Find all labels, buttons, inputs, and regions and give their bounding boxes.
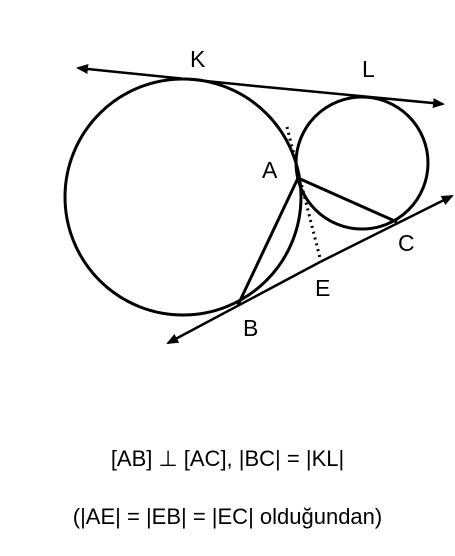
tangent-line-bc-right xyxy=(319,194,454,264)
segment-ab xyxy=(236,177,300,306)
label-l: L xyxy=(362,56,375,82)
label-a: A xyxy=(262,157,278,183)
tangent-line-kl-right xyxy=(254,84,445,109)
label-c: C xyxy=(398,230,415,256)
caption-given-condition: [AB] ⊥ [AC], |BC| = |KL| xyxy=(110,446,345,471)
segment-ac xyxy=(297,176,398,224)
label-e: E xyxy=(315,275,330,301)
large-circle xyxy=(63,77,303,317)
tangent-line-kl xyxy=(76,64,256,88)
geometry-figure: K L A C E B xyxy=(63,46,454,345)
tangent-line-bc xyxy=(166,260,321,345)
small-circle xyxy=(294,95,430,231)
label-b: B xyxy=(243,315,258,341)
label-k: K xyxy=(190,46,206,72)
caption-reason: (|AE| = |EB| = |EC| olduğundan) xyxy=(72,504,383,529)
